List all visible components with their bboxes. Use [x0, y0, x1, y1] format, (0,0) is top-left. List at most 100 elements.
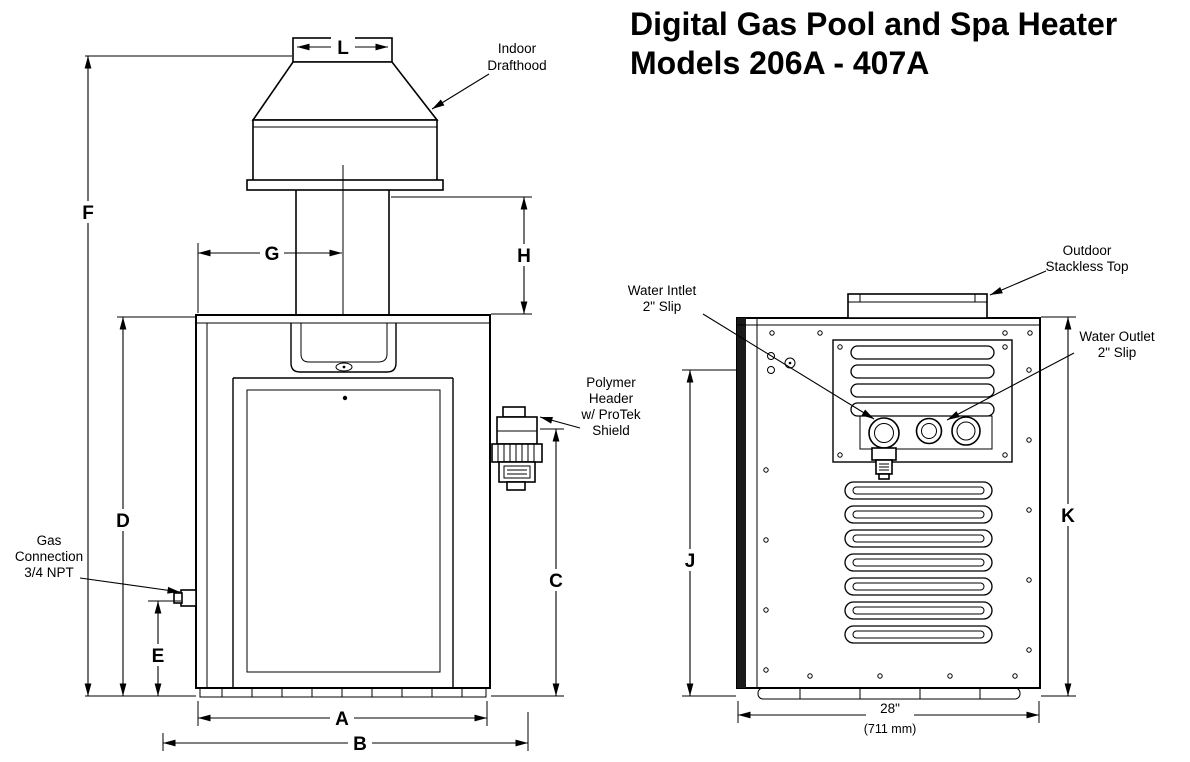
- dimension-width-28in: 28" (711 mm): [737, 701, 1040, 736]
- callout-water-outlet-line1: Water Outlet: [1079, 329, 1155, 344]
- dim-label-b: B: [353, 734, 367, 755]
- header-top-flange: [502, 406, 526, 418]
- dimension-A: A: [197, 701, 488, 730]
- louver-slot: [844, 601, 993, 620]
- callout-outdoor-line2: Stackless Top: [1045, 259, 1128, 274]
- dimension-J: J: [678, 369, 736, 697]
- dimension-L: L: [297, 36, 388, 59]
- dim-label-h: H: [517, 246, 531, 267]
- header-bottom-stub: [506, 481, 526, 491]
- drain-cap: [878, 473, 890, 480]
- dim-label-l: L: [337, 38, 349, 59]
- dimension-K: K: [1041, 316, 1080, 697]
- callout-indoor-drafthood: Indoor Drafthood: [431, 41, 547, 110]
- callout-water-inlet: Water Intlet 2" Slip: [628, 283, 875, 420]
- louver-slot: [844, 625, 993, 644]
- sight-glass: [335, 362, 353, 372]
- side-base-rail: [757, 687, 1021, 700]
- leader-polymer-header: [539, 416, 581, 429]
- callout-water-outlet: Water Outlet 2" Slip: [946, 329, 1155, 421]
- water-outlet-union: [951, 416, 981, 446]
- drafthood-lip: [246, 179, 444, 191]
- union-mount-plate: [859, 415, 993, 450]
- callout-water-inlet-line2: 2" Slip: [643, 299, 682, 314]
- callout-polymer-line4: Shield: [592, 423, 630, 438]
- drain-label-lines: [879, 463, 889, 471]
- header-label-lines: [507, 469, 527, 475]
- front-door-panel: [246, 389, 441, 673]
- dimension-H: H: [391, 196, 536, 315]
- callout-polymer-header: Polymer Header w/ ProTek Shield: [539, 375, 641, 438]
- callout-gas-line3: 3/4 NPT: [24, 565, 74, 580]
- louver-slot: [844, 481, 993, 500]
- callout-polymer-line1: Polymer: [586, 375, 636, 390]
- callout-polymer-line2: Header: [589, 391, 634, 406]
- dim-label-k: K: [1061, 506, 1075, 527]
- louver-slot-inner: [852, 558, 985, 567]
- louver-slot: [844, 529, 993, 548]
- stackless-top-curb: [847, 293, 988, 319]
- dim-label-d: D: [116, 511, 130, 532]
- water-inlet-union-inner: [874, 423, 894, 443]
- callout-gas-line1: Gas: [37, 533, 62, 548]
- dimension-G: G: [197, 242, 342, 313]
- front-view: F D E G H: [15, 36, 641, 755]
- water-inlet-union: [868, 417, 900, 449]
- side-view: K J 28" (711 mm) Water Intlet 2" Slip: [628, 243, 1155, 736]
- title-line1: Digital Gas Pool and Spa Heater: [630, 6, 1117, 42]
- louver-slot-inner: [852, 510, 985, 519]
- outdoor-stackless-top: [847, 293, 988, 319]
- dim-label-e: E: [152, 646, 165, 667]
- louver-slot: [844, 553, 993, 572]
- hx-coil-slot: [850, 364, 995, 379]
- page-title: Digital Gas Pool and Spa Heater Models 2…: [630, 6, 1117, 81]
- dimension-E: E: [146, 600, 181, 696]
- hx-coil-slot: [850, 383, 995, 398]
- louver-slot-inner: [852, 534, 985, 543]
- sight-glass-dot: [342, 365, 346, 369]
- control-port: [767, 366, 775, 374]
- water-outlet-union-inner: [956, 421, 976, 441]
- dim-label-a: A: [335, 709, 349, 730]
- dimension-C: C: [491, 428, 568, 697]
- callout-outdoor-line1: Outdoor: [1063, 243, 1112, 258]
- water-union-middle-inner: [921, 423, 937, 439]
- water-union-middle: [915, 417, 943, 445]
- dimension-D: D: [111, 316, 196, 696]
- dim-label-g: G: [265, 244, 280, 265]
- base-ticks: [221, 688, 463, 697]
- stackless-top-notches: [859, 294, 976, 302]
- flue-collar-recess-outer: [290, 323, 397, 373]
- gas-stub-body: [180, 589, 197, 607]
- gas-connection-stub: [173, 589, 197, 607]
- dim-label-f: F: [82, 203, 94, 224]
- width-inches-label: 28": [880, 701, 900, 716]
- callout-gas-line2: Connection: [15, 549, 83, 564]
- panel-screws: [763, 330, 1033, 679]
- dim-label-j: J: [685, 551, 696, 572]
- front-panel-frame: [232, 377, 454, 688]
- dimension-F: F: [76, 55, 292, 697]
- base-rail-ticks: [799, 688, 981, 699]
- union-nut-knurl: [497, 444, 535, 462]
- hx-panel-outline: [832, 339, 1013, 463]
- louver-slot-inner: [852, 630, 985, 639]
- callout-outdoor-top: Outdoor Stackless Top: [989, 243, 1129, 296]
- hx-coil-slot: [850, 402, 995, 417]
- width-mm-label: (711 mm): [864, 722, 917, 736]
- title-line2: Models 206A - 407A: [630, 45, 929, 81]
- callout-water-inlet-line1: Water Intlet: [628, 283, 697, 298]
- side-front-edge-strip: [737, 318, 746, 688]
- leader-indoor-drafthood: [431, 73, 490, 110]
- callout-indoor-drafthood-line2: Drafthood: [487, 58, 546, 73]
- drafthood-body: [252, 119, 438, 185]
- drain-hex: [871, 447, 897, 461]
- base-band: [199, 687, 487, 698]
- louver-slot: [844, 505, 993, 524]
- control-knob-dot: [788, 361, 792, 365]
- door-screw: [342, 395, 348, 401]
- water-connections: [868, 416, 981, 480]
- hx-coil-slot: [850, 345, 995, 360]
